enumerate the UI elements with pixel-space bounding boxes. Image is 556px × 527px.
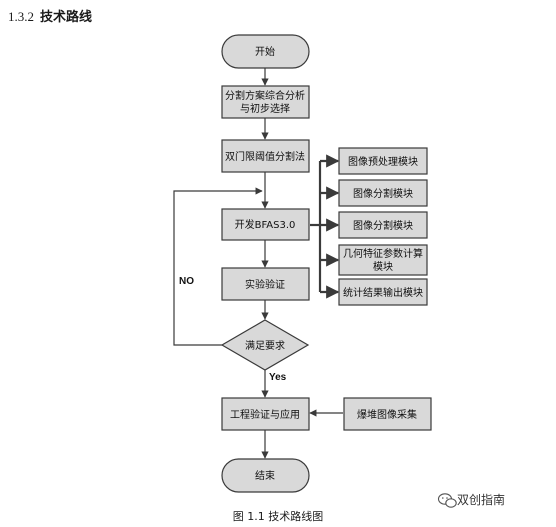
section-title: 技术路线 <box>40 10 93 25</box>
node-module5-label: 统计结果输出模块 <box>343 286 423 299</box>
node-module4-line2: 模块 <box>373 261 393 273</box>
wechat-icon <box>437 493 457 508</box>
node-module2: 图像分割模块 <box>338 179 428 207</box>
node-verify: 实验验证 <box>221 267 310 301</box>
node-develop: 开发BFAS3.0 <box>221 208 310 241</box>
section-heading: 1.3.2 技术路线 <box>8 6 92 25</box>
edge-no-loop <box>173 187 263 346</box>
node-module1: 图像预处理模块 <box>338 147 428 175</box>
node-module5: 统计结果输出模块 <box>338 278 428 306</box>
node-capture-label: 爆堆图像采集 <box>357 408 417 421</box>
edge-label-yes: Yes <box>269 372 287 383</box>
node-module2-label: 图像分割模块 <box>353 187 413 200</box>
node-engineering-label: 工程验证与应用 <box>230 408 300 421</box>
node-start: 开始 <box>221 34 310 69</box>
node-module1-label: 图像预处理模块 <box>348 156 418 168</box>
edge-label-no: NO <box>179 276 194 287</box>
node-end-label: 结束 <box>255 469 275 482</box>
node-engineering: 工程验证与应用 <box>221 397 310 431</box>
node-module4: 几何特征参数计算 模块 <box>338 244 428 276</box>
node-module4-line1: 几何特征参数计算 <box>343 247 423 260</box>
node-decision-label: 满足要求 <box>245 340 285 352</box>
node-threshold-label: 双门限阈值分割法 <box>225 150 305 163</box>
node-start-label: 开始 <box>255 45 275 58</box>
node-decision: 满足要求 <box>220 319 310 371</box>
node-scheme-line2: 与初步选择 <box>240 102 290 115</box>
watermark-text: 双创指南 <box>457 493 506 507</box>
node-capture: 爆堆图像采集 <box>343 397 432 431</box>
figure-caption: 图 1.1 技术路线图 <box>232 510 324 523</box>
section-number: 1.3.2 <box>8 9 34 24</box>
node-verify-label: 实验验证 <box>245 278 285 291</box>
node-end: 结束 <box>221 458 310 493</box>
node-module3: 图像分割模块 <box>338 211 428 239</box>
node-scheme-line1: 分割方案综合分析 <box>225 89 305 102</box>
node-scheme: 分割方案综合分析 与初步选择 <box>221 85 310 119</box>
node-develop-label: 开发BFAS3.0 <box>235 218 296 231</box>
node-module3-label: 图像分割模块 <box>353 219 413 232</box>
node-threshold: 双门限阈值分割法 <box>221 139 310 173</box>
